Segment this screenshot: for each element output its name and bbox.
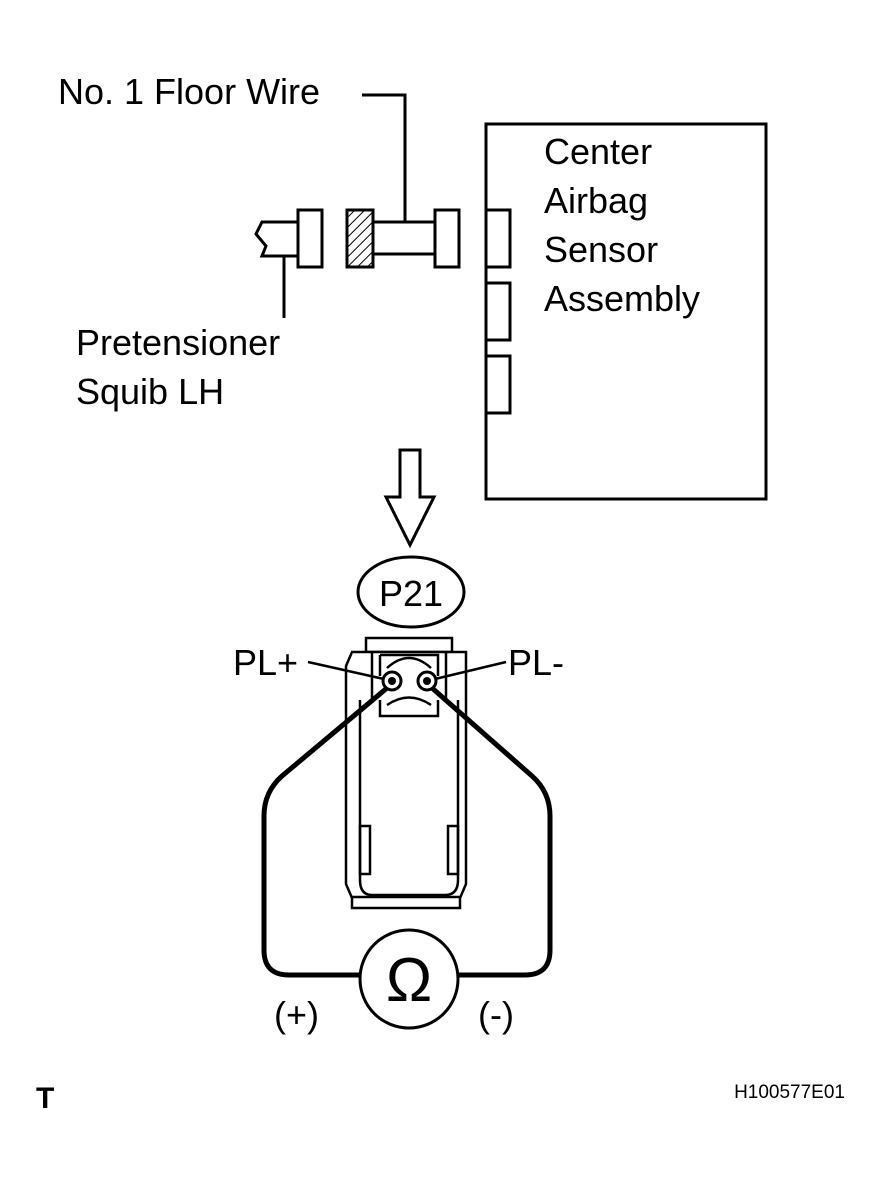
sensor-label-line1: Center [544,131,652,172]
floor-wire-connector [345,208,461,269]
ohmmeter: Ω [358,928,460,1030]
connector-head-frame [378,653,440,676]
sensor-label-line3: Sensor [544,229,658,270]
connector-id-ellipse [356,555,466,629]
floor-wire-label-group: No. 1 Floor Wire [58,71,407,222]
connector-id-badge: P21 [356,555,466,629]
p21-connector [344,636,468,910]
ohm-icon: Ω [386,946,432,1015]
connector-inner-outline [358,700,460,897]
connector-right-latch [446,824,460,876]
connector-terminals [381,670,438,692]
floor-wire-leader-line [362,93,407,222]
connector-upper-arc [386,656,432,669]
connector-lower-arc [386,696,432,707]
pretensioner-connector [254,208,324,318]
connector-cap [364,636,454,654]
connector-left-latch [358,824,372,876]
ohmmeter-circle [358,928,460,1030]
connector-head-base [378,700,440,718]
center-airbag-sensor-assembly: Center Airbag Sensor Assembly [484,122,768,501]
terminal-plus-leader [307,660,385,681]
down-arrow-icon [383,448,437,549]
floor-wire-label: No. 1 Floor Wire [58,71,320,112]
pretensioner-label-line2: Squib LH [76,371,224,412]
terminal-minus-leader [434,660,507,681]
hatched-connector-half [345,208,375,269]
figure-code: H100577E01 [734,1082,845,1103]
terminal-labels: PL+ PL- [233,642,564,683]
sensor-label-line4: Assembly [544,278,700,319]
sensor-label-line2: Airbag [544,180,648,221]
wire-break-symbol [254,220,298,258]
pretensioner-label-line1: Pretensioner [76,322,280,363]
pretensioner-label: Pretensioner Squib LH [76,322,280,412]
terminal-plus-label: PL+ [233,642,298,683]
sensor-connector-2 [484,281,512,342]
terminal-minus-label: PL- [508,642,564,683]
squib-connector-plug [296,208,324,269]
probe-minus-label: (-) [478,994,514,1035]
corner-mark: T [36,1082,54,1115]
connector-id-label: P21 [379,573,443,614]
sensor-assembly-box [484,122,768,501]
minus-probe-lead [430,686,553,978]
probe-plus-label: (+) [274,994,319,1035]
floor-wire-body [371,220,437,256]
sensor-connector-1 [484,208,512,269]
sensor-connector-3 [484,354,512,415]
plus-probe-lead [261,686,389,978]
terminal-pl-minus-dot [423,677,431,685]
terminal-pl-plus-dot [388,677,396,685]
ohmmeter-leads [261,686,553,978]
floor-wire-plug [433,208,461,269]
